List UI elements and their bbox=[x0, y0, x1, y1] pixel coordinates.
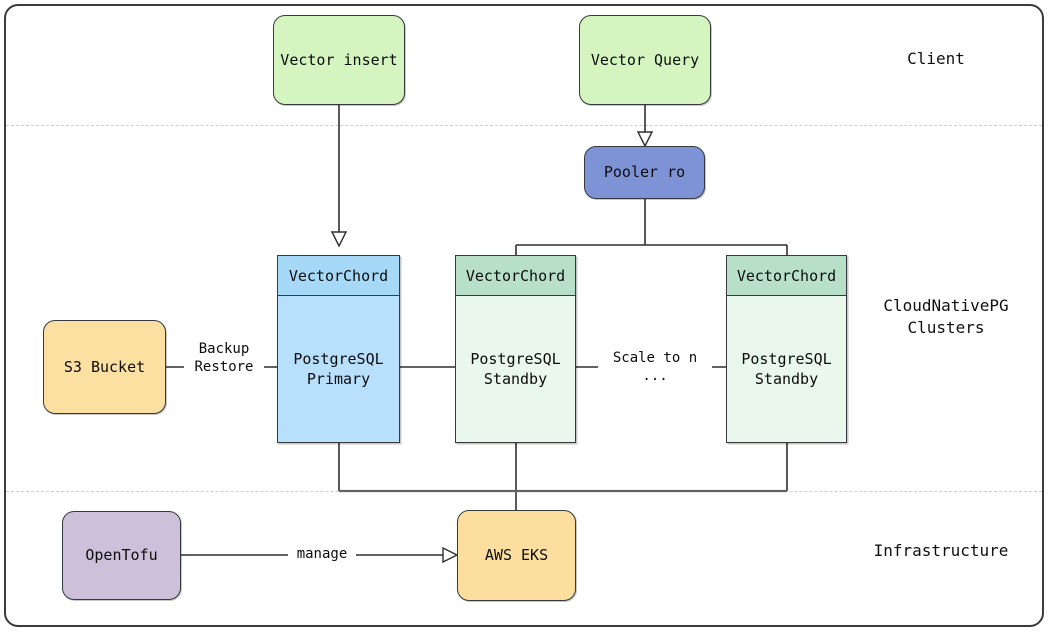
lane-title-client: Client bbox=[907, 49, 965, 68]
node-opentofu[interactable]: OpenTofu bbox=[62, 511, 181, 600]
node-vector-insert[interactable]: Vector insert bbox=[273, 15, 405, 105]
cluster-postgresql-standby-n[interactable]: VectorChord PostgreSQL Standby bbox=[726, 255, 847, 443]
cluster-standby-1-header: VectorChord bbox=[456, 256, 575, 296]
cluster-primary-header: VectorChord bbox=[278, 256, 399, 296]
node-vector-query[interactable]: Vector Query bbox=[579, 15, 711, 105]
cluster-primary-body: PostgreSQL Primary bbox=[278, 296, 399, 442]
lane-divider-client-clusters bbox=[6, 125, 1042, 126]
cluster-standby-1-body: PostgreSQL Standby bbox=[456, 296, 575, 442]
cluster-standby-n-body: PostgreSQL Standby bbox=[727, 296, 846, 442]
lane-divider-clusters-infrastructure bbox=[6, 491, 1042, 492]
cluster-postgresql-primary[interactable]: VectorChord PostgreSQL Primary bbox=[277, 255, 400, 443]
lane-title-cnpg-clusters: CloudNativePG Clusters bbox=[883, 296, 1009, 337]
lane-title-infrastructure: Infrastructure bbox=[873, 541, 1009, 560]
edge-label-backup-restore: Backup Restore bbox=[184, 340, 264, 376]
node-s3-bucket[interactable]: S3 Bucket bbox=[43, 320, 166, 414]
edge-label-scale-to-n: Scale to n ... bbox=[598, 349, 712, 385]
edge-label-manage: manage bbox=[288, 545, 356, 563]
cluster-standby-n-header: VectorChord bbox=[727, 256, 846, 296]
node-aws-eks[interactable]: AWS EKS bbox=[457, 510, 576, 601]
cluster-postgresql-standby-1[interactable]: VectorChord PostgreSQL Standby bbox=[455, 255, 576, 443]
node-pooler-ro[interactable]: Pooler ro bbox=[584, 146, 705, 199]
